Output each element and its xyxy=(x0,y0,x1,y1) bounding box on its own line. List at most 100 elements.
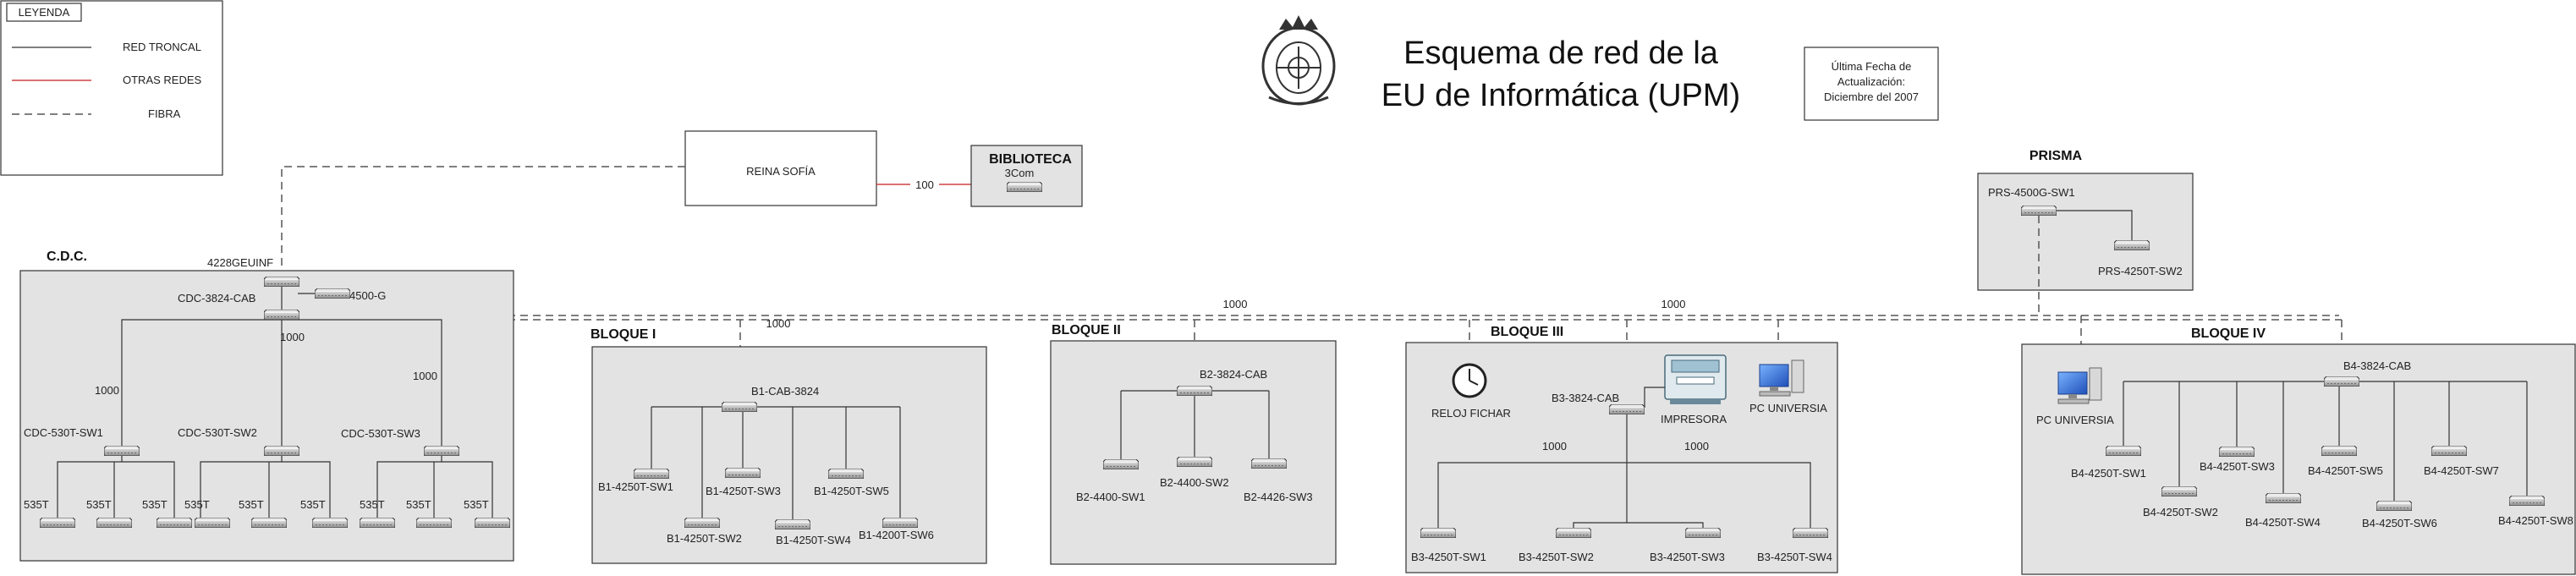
bloque4-sw1-switch-icon xyxy=(2106,446,2141,456)
bloque3-link-label: 1000 xyxy=(1661,298,1686,310)
biblioteca-device-label: 3Com xyxy=(1005,167,1035,179)
bloque2-sw2-switch-icon xyxy=(1177,457,1212,467)
bloque1-sw6-label: B1-4200T-SW6 xyxy=(859,529,934,541)
legend-frame xyxy=(0,0,223,176)
bloque2-sw1-label: B2-4400-SW1 xyxy=(1076,491,1145,503)
cdc-leaf-8-switch-icon xyxy=(416,518,452,528)
cdc-sw2-label: CDC-530T-SW2 xyxy=(178,426,257,439)
cdc-leaf-4-switch-icon xyxy=(195,518,230,528)
cdc-core-switch-icon xyxy=(264,310,299,320)
prisma-core-label: PRS-4500G-SW1 xyxy=(1988,186,2075,199)
bloque4-pc-label: PC UNIVERSIA xyxy=(2036,414,2114,426)
cdc-left-link-label: 1000 xyxy=(95,384,119,397)
cdc-core-link-label: 1000 xyxy=(280,331,305,343)
bloque4-sw5-switch-icon xyxy=(2321,446,2357,456)
cdc-sw2-switch-icon xyxy=(264,446,299,456)
prisma-box xyxy=(1977,173,2194,291)
cdc-leaf-2-label: 535T xyxy=(86,498,112,511)
bloque1-sw1-switch-icon xyxy=(634,469,669,479)
bloque2-core-label: B2-3824-CAB xyxy=(1200,368,1267,381)
bloque3-core-switch-icon xyxy=(1609,404,1645,414)
bloque2-sw3-label: B2-4426-SW3 xyxy=(1244,491,1313,503)
bloque3-sw1-switch-icon xyxy=(1420,528,1456,538)
bloque2-core-switch-icon xyxy=(1177,386,1212,396)
legend-label-troncal: RED TRONCAL xyxy=(123,41,201,53)
bloque4-sw8-switch-icon xyxy=(2509,496,2545,506)
prisma-sw2-label: PRS-4250T-SW2 xyxy=(2098,265,2183,277)
bloque3-sw4-switch-icon xyxy=(1793,528,1828,538)
cdc-leaf-1-switch-icon xyxy=(40,518,75,528)
clock-icon xyxy=(1452,363,1487,398)
reina-biblioteca-link-label: 100 xyxy=(915,178,934,191)
bloque1-sw2-switch-icon xyxy=(684,518,720,528)
cdc-right-link-label: 1000 xyxy=(413,370,437,382)
bloque1-sw5-label: B1-4250T-SW5 xyxy=(814,485,889,497)
cdc-leaf-5-label: 535T xyxy=(239,498,264,511)
cdc-sw1-label: CDC-530T-SW1 xyxy=(24,426,103,439)
bloque1-core-switch-icon xyxy=(722,402,757,412)
cdc-leaf-2-switch-icon xyxy=(96,518,132,528)
legend-label-fibra: FIBRA xyxy=(148,107,181,120)
bloque2-link-label: 1000 xyxy=(1223,298,1248,310)
pc-icon xyxy=(2057,367,2102,404)
bloque4-sw3-switch-icon xyxy=(2219,447,2255,457)
bloque3-pc-label: PC UNIVERSIA xyxy=(1749,402,1827,414)
bloque2-sw1-switch-icon xyxy=(1103,459,1139,469)
bloque2-box xyxy=(1050,340,1337,565)
page-title-line1: Esquema de red de la xyxy=(1403,36,1719,71)
reina-sofia-label: REINA SOFÍA xyxy=(746,165,816,178)
bloque2-title: BLOQUE II xyxy=(1052,323,1121,337)
update-line2: Actualización: xyxy=(1837,75,1905,88)
bloque3-right-link-label: 1000 xyxy=(1684,440,1709,453)
cdc-leaf-1-label: 535T xyxy=(24,498,49,511)
cdc-top-switch-icon xyxy=(264,277,299,287)
bloque3-sw2-label: B3-4250T-SW2 xyxy=(1519,551,1594,563)
bloque4-sw4-label: B4-4250T-SW4 xyxy=(2245,516,2321,529)
bloque4-sw1-label: B4-4250T-SW1 xyxy=(2071,467,2146,480)
bloque2-sw2-label: B2-4400-SW2 xyxy=(1160,476,1229,489)
prisma-sw2-switch-icon xyxy=(2114,240,2150,250)
biblioteca-switch-icon xyxy=(1007,182,1042,192)
cdc-leaf-6-label: 535T xyxy=(300,498,326,511)
cdc-leaf-9-label: 535T xyxy=(464,498,489,511)
bloque4-core-switch-icon xyxy=(2324,376,2359,387)
legend: LEYENDA RED TRONCAL OTRAS REDES FIBRA xyxy=(0,0,223,176)
update-line1: Última Fecha de xyxy=(1832,60,1912,73)
university-crest-icon xyxy=(1261,15,1336,106)
page-title-line2: EU de Informática (UPM) xyxy=(1381,78,1740,113)
legend-title-box xyxy=(6,3,82,22)
bloque3-sw3-switch-icon xyxy=(1685,528,1721,538)
bloque1-core-label: B1-CAB-3824 xyxy=(751,385,819,398)
cdc-leaf-5-switch-icon xyxy=(251,518,287,528)
bloque4-sw2-switch-icon xyxy=(2161,486,2197,496)
bloque1-sw2-label: B1-4250T-SW2 xyxy=(667,532,742,545)
bloque4-sw3-label: B4-4250T-SW3 xyxy=(2200,460,2275,473)
cdc-sw3-label: CDC-530T-SW3 xyxy=(341,427,420,440)
bloque3-sw4-label: B3-4250T-SW4 xyxy=(1757,551,1832,563)
cdc-core-label: CDC-3824-CAB xyxy=(178,292,255,304)
cdc-leaf-8-label: 535T xyxy=(406,498,431,511)
bloque1-sw6-switch-icon xyxy=(882,518,918,528)
cdc-side-label: 4500-G xyxy=(349,289,386,302)
legend-label-otras: OTRAS REDES xyxy=(123,74,202,86)
bloque4-core-label: B4-3824-CAB xyxy=(2343,359,2411,372)
bloque2-sw3-switch-icon xyxy=(1251,458,1287,469)
bloque3-sw3-label: B3-4250T-SW3 xyxy=(1650,551,1725,563)
bloque1-sw4-switch-icon xyxy=(775,519,810,529)
bloque1-sw3-switch-icon xyxy=(725,468,761,478)
cdc-side-switch-icon xyxy=(315,288,350,299)
bloque1-sw1-label: B1-4250T-SW1 xyxy=(598,480,673,493)
bloque1-link-label: 1000 xyxy=(766,317,791,330)
cdc-top-label: 4228GEUINF xyxy=(207,256,273,269)
update-line3: Diciembre del 2007 xyxy=(1824,91,1919,103)
prisma-core-switch-icon xyxy=(2021,206,2057,216)
cdc-sw3-switch-icon xyxy=(424,446,459,456)
bloque4-sw7-switch-icon xyxy=(2431,446,2467,456)
biblioteca-title: BIBLIOTECA xyxy=(989,152,1072,167)
bloque1-sw4-label: B1-4250T-SW4 xyxy=(776,534,851,546)
cdc-leaf-7-switch-icon xyxy=(360,518,395,528)
bloque4-sw4-switch-icon xyxy=(2266,493,2301,503)
bloque4-sw6-label: B4-4250T-SW6 xyxy=(2362,517,2437,529)
pc-icon xyxy=(1759,359,1804,397)
